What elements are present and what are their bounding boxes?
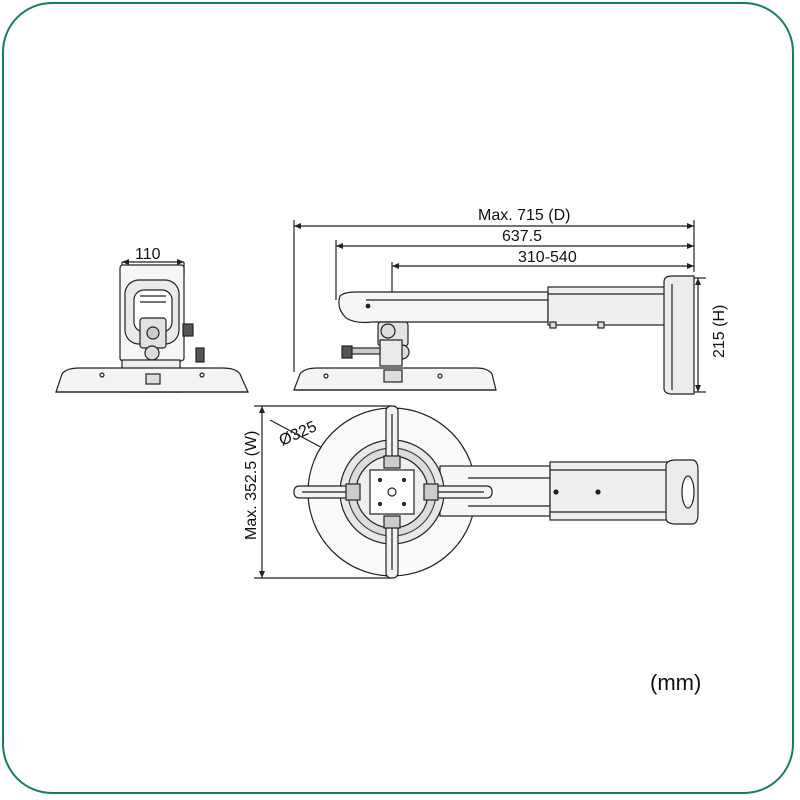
side-view [293,220,706,395]
dim-height-label: 215 (H) [711,305,728,358]
dim-max-width-label: Max. 352.5 (W) [243,431,260,540]
front-view [55,259,249,393]
dim-diameter-label: Ø325 [277,418,320,449]
top-view [254,405,699,579]
dim-637-label: 637.5 [502,228,542,245]
dim-max-depth-label: Max. 715 (D) [478,207,570,224]
dim-110-label: 110 [135,246,161,263]
dim-range-label: 310-540 [518,249,577,266]
unit-label: (mm) [650,670,701,695]
